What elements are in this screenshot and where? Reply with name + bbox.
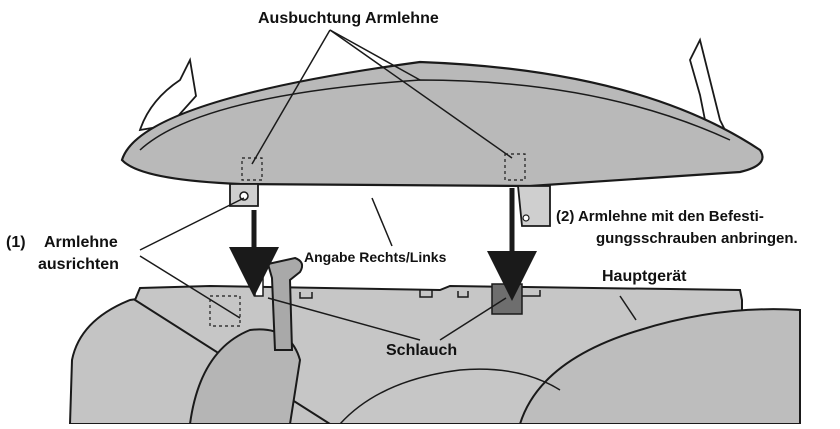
leader-right-left xyxy=(371,197,393,247)
label-hose: Schlauch xyxy=(386,342,458,359)
leader-hose-left xyxy=(267,297,421,341)
armrest-body xyxy=(120,60,764,188)
label-step1-number: (1) xyxy=(6,234,26,251)
leader-align-bracket xyxy=(139,197,245,251)
right-mounting-bracket xyxy=(517,185,551,227)
label-step1-line1: Armlehne xyxy=(44,234,118,251)
armrest-illustration xyxy=(120,37,764,227)
leader-bulge-right xyxy=(329,29,513,159)
right-cushion-shape xyxy=(518,308,801,425)
main-unit-illustration xyxy=(68,256,801,425)
label-right-left-marking: Angabe Rechts/Links xyxy=(304,249,447,265)
leader-bulge-top xyxy=(329,29,421,81)
unit-recess-outline xyxy=(209,295,241,327)
left-screw-hole xyxy=(239,191,249,201)
leader-main-unit xyxy=(619,295,637,321)
right-bulge-outline xyxy=(504,153,526,181)
right-screw-hole xyxy=(522,214,530,222)
alignment-pin xyxy=(254,275,264,297)
label-step2-line2: gungsschrauben anbringen. xyxy=(596,230,798,247)
leader-align-recess xyxy=(139,255,241,319)
leader-hose-right xyxy=(439,297,507,341)
label-step2-line1: (2) Armlehne mit den Befesti- xyxy=(556,208,764,225)
seat-fold-line xyxy=(339,368,561,425)
leader-bulge-left xyxy=(251,29,331,165)
label-step1-line2: ausrichten xyxy=(38,256,119,273)
label-main-unit: Hauptgerät xyxy=(602,268,687,285)
left-cushion-shape xyxy=(188,328,302,425)
hose-connector-block xyxy=(491,283,523,315)
leader-lines xyxy=(139,29,637,341)
left-hand xyxy=(138,57,197,132)
rail-notches xyxy=(299,290,541,299)
label-armrest-bulge: Ausbuchtung Armlehne xyxy=(258,10,439,27)
left-bulge-outline xyxy=(241,157,263,181)
